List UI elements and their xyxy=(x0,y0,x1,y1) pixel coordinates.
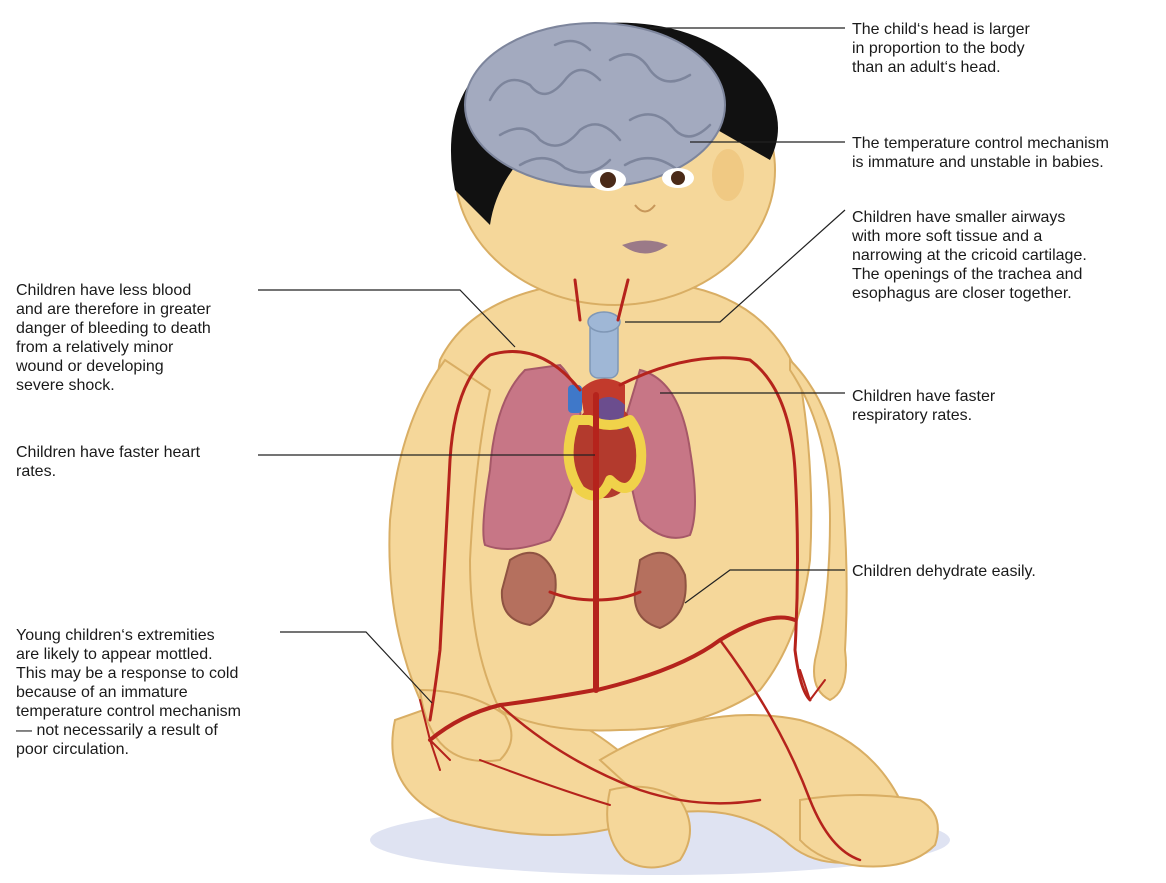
annotation-extremities: Young children‘s extremities are likely … xyxy=(16,626,241,759)
annotation-heart: Children have faster heart rates. xyxy=(16,443,200,481)
annotation-head: The child‘s head is larger in proportion… xyxy=(852,20,1030,77)
ear xyxy=(712,149,744,201)
annotation-blood: Children have less blood and are therefo… xyxy=(16,281,211,395)
annotation-dehydrate: Children dehydrate easily. xyxy=(852,562,1036,581)
trachea xyxy=(588,312,620,378)
annotation-temperature: The temperature control mechanism is imm… xyxy=(852,134,1109,172)
annotation-respiratory: Children have faster respiratory rates. xyxy=(852,387,995,425)
brain xyxy=(465,23,725,187)
annotation-airways: Children have smaller airways with more … xyxy=(852,208,1087,303)
